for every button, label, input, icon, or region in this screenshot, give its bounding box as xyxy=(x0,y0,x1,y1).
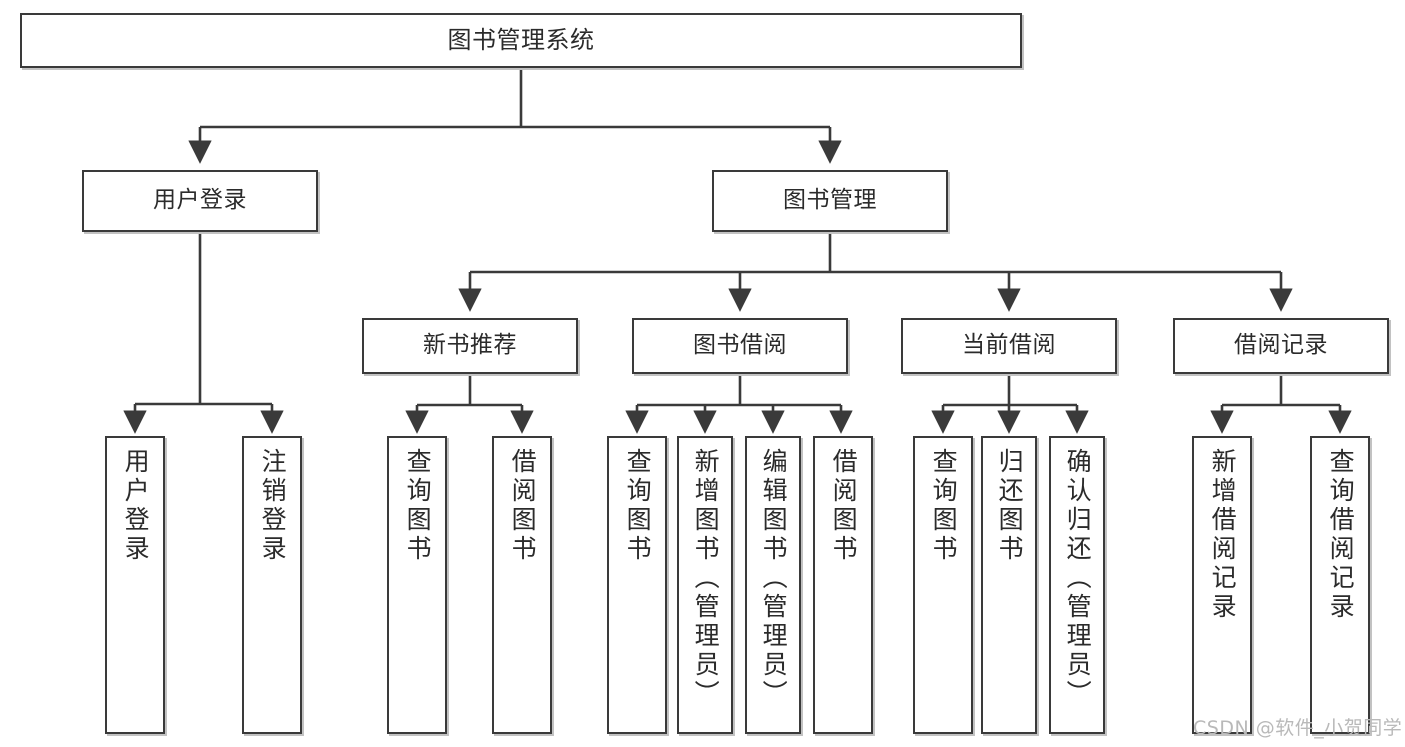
node-label: 图书管理 xyxy=(783,187,877,214)
node-label: 确认归还（管理员） xyxy=(1063,448,1093,709)
node-new-book-recommendation[interactable]: 新书推荐 xyxy=(362,318,578,374)
node-label: 查询图书 xyxy=(929,448,959,564)
leaf-borrow-books-borrowing[interactable]: 借阅图书 xyxy=(813,436,873,734)
leaf-confirm-return-admin[interactable]: 确认归还（管理员） xyxy=(1049,436,1105,734)
node-label: 图书借阅 xyxy=(693,332,787,359)
node-label: 新增借阅记录 xyxy=(1208,448,1238,622)
leaf-query-books-current[interactable]: 查询图书 xyxy=(913,436,973,734)
node-label: 查询借阅记录 xyxy=(1326,448,1356,622)
node-current-borrowing[interactable]: 当前借阅 xyxy=(901,318,1117,374)
node-label: 归还图书 xyxy=(995,448,1025,564)
leaf-edit-book-admin[interactable]: 编辑图书（管理员） xyxy=(745,436,801,734)
node-book-borrowing[interactable]: 图书借阅 xyxy=(632,318,848,374)
leaf-add-borrowing-record[interactable]: 新增借阅记录 xyxy=(1192,436,1252,734)
leaf-return-books[interactable]: 归还图书 xyxy=(981,436,1037,734)
leaf-query-books-borrowing[interactable]: 查询图书 xyxy=(607,436,667,734)
node-root-library-management-system[interactable]: 图书管理系统 xyxy=(20,13,1022,68)
leaf-query-books-recommendation[interactable]: 查询图书 xyxy=(387,436,447,734)
node-label: 新书推荐 xyxy=(423,332,517,359)
node-label: 用户登录 xyxy=(121,448,151,564)
node-label: 借阅图书 xyxy=(829,448,859,564)
node-label: 查询图书 xyxy=(403,448,433,564)
node-label: 注销登录 xyxy=(258,448,288,564)
node-label: 查询图书 xyxy=(623,448,653,564)
node-label: 当前借阅 xyxy=(962,332,1056,359)
node-label: 借阅记录 xyxy=(1234,332,1328,359)
node-label: 用户登录 xyxy=(153,187,247,214)
node-label: 图书管理系统 xyxy=(447,26,595,55)
node-label: 新增图书（管理员） xyxy=(691,448,721,709)
leaf-query-borrowing-record[interactable]: 查询借阅记录 xyxy=(1310,436,1370,734)
node-book-management[interactable]: 图书管理 xyxy=(712,170,948,232)
csdn-watermark: CSDN @软件_小贺同学 xyxy=(1193,717,1403,739)
leaf-add-book-admin[interactable]: 新增图书（管理员） xyxy=(677,436,733,734)
node-label: 编辑图书（管理员） xyxy=(759,448,789,709)
leaf-logout[interactable]: 注销登录 xyxy=(242,436,302,734)
leaf-user-login[interactable]: 用户登录 xyxy=(105,436,165,734)
node-borrowing-records[interactable]: 借阅记录 xyxy=(1173,318,1389,374)
leaf-borrow-books-recommendation[interactable]: 借阅图书 xyxy=(492,436,552,734)
node-user-login[interactable]: 用户登录 xyxy=(82,170,318,232)
node-label: 借阅图书 xyxy=(508,448,538,564)
